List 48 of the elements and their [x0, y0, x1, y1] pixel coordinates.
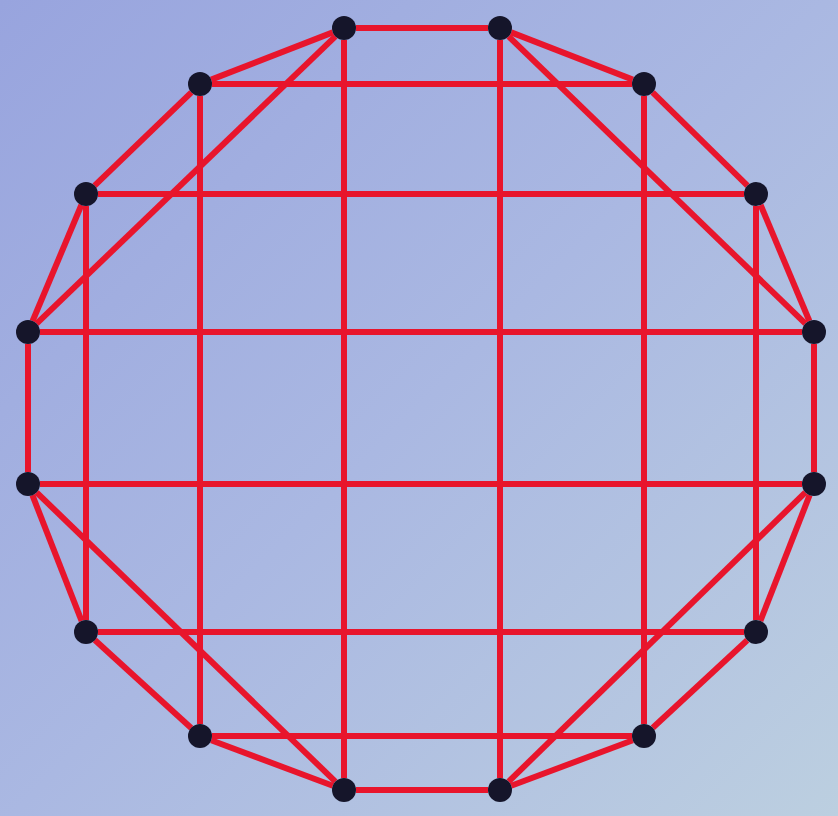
- edge-line: [40, 481, 802, 487]
- vertex-dot: [188, 724, 212, 748]
- edge-line: [212, 733, 632, 739]
- vertex-dot: [632, 724, 656, 748]
- vertex-dot: [74, 182, 98, 206]
- edge-line: [506, 34, 808, 326]
- edge-line: [29, 494, 85, 622]
- edge-line: [210, 29, 334, 83]
- vertex-dot: [744, 620, 768, 644]
- edge-line: [356, 787, 488, 793]
- edge-line: [341, 40, 347, 778]
- edge-line: [29, 203, 85, 323]
- edge-line: [641, 96, 647, 724]
- edge-line: [510, 29, 634, 83]
- edge-line: [753, 206, 759, 620]
- edge-line: [25, 344, 31, 472]
- edge-line: [510, 737, 634, 789]
- edge-line: [506, 490, 808, 784]
- edge-line: [98, 629, 744, 635]
- vertex-dot: [488, 16, 512, 40]
- edge-line: [92, 90, 194, 188]
- edge-line: [210, 737, 334, 789]
- vertex-dot: [744, 182, 768, 206]
- edge-line: [98, 191, 744, 197]
- edge-line: [757, 494, 813, 622]
- edge-line: [34, 34, 338, 326]
- edge-line: [34, 490, 338, 784]
- vertex-dot: [802, 320, 826, 344]
- vertex-dot: [332, 16, 356, 40]
- vertex-dot: [488, 778, 512, 802]
- edge-line: [757, 203, 813, 323]
- edge-line: [212, 81, 632, 87]
- edge-line: [40, 329, 802, 335]
- edge-line: [92, 637, 194, 731]
- edge-line: [83, 206, 89, 620]
- edge-line: [356, 25, 488, 31]
- vertex-dot: [188, 72, 212, 96]
- vertex-dot: [332, 778, 356, 802]
- edge-line: [811, 344, 817, 472]
- edge-line: [197, 96, 203, 724]
- edge-line: [497, 40, 503, 778]
- vertex-dot: [16, 472, 40, 496]
- vertex-dot: [16, 320, 40, 344]
- edge-line: [650, 90, 750, 188]
- vertex-dot: [802, 472, 826, 496]
- edge-line: [650, 638, 750, 730]
- vertex-dot: [632, 72, 656, 96]
- vertex-dot: [74, 620, 98, 644]
